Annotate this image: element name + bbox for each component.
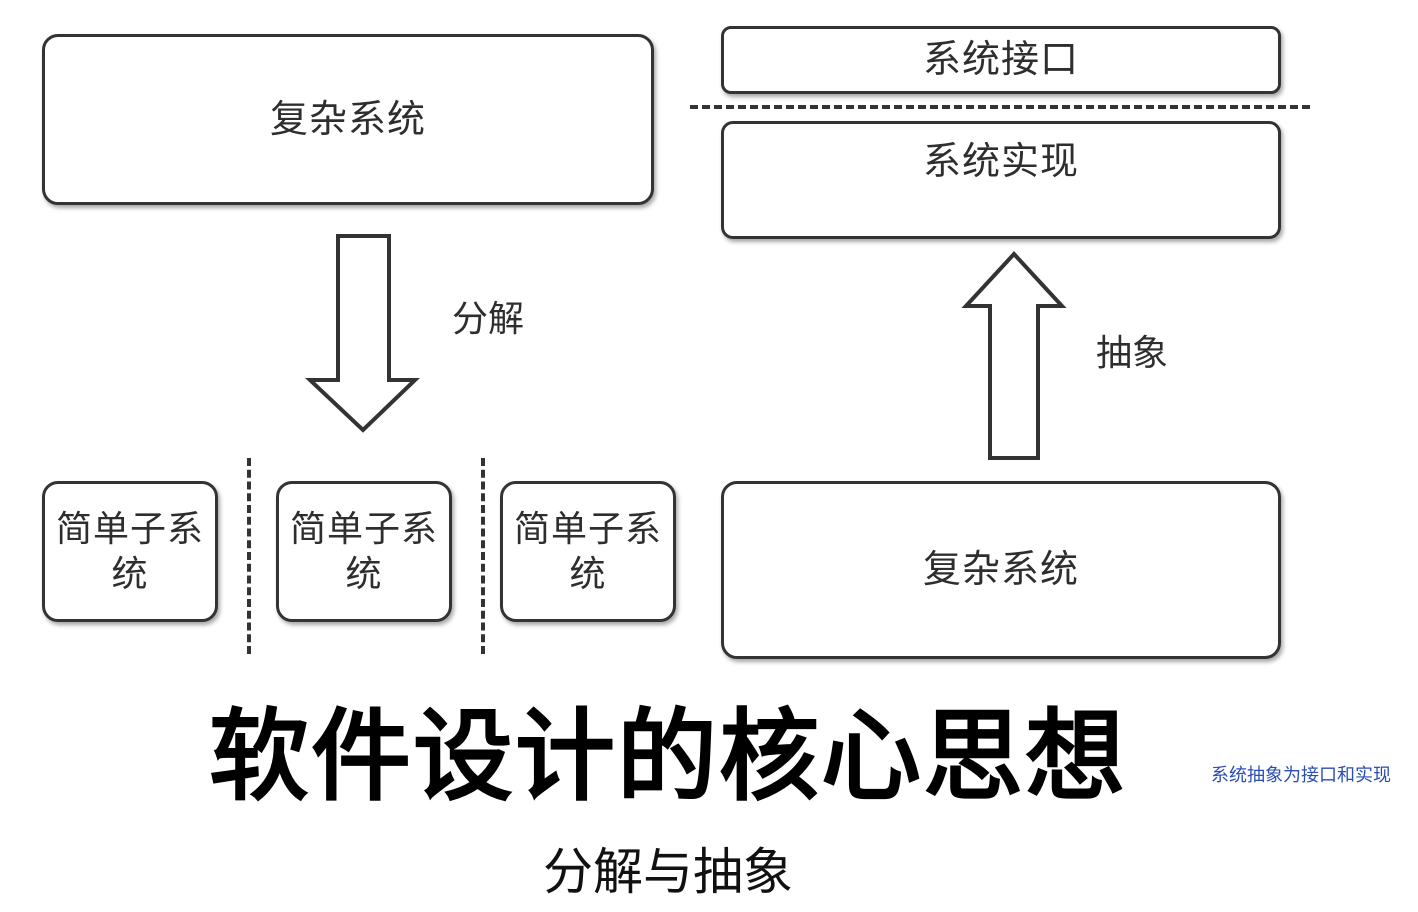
divider-dashed-1 (247, 458, 251, 654)
simple-subsystem-box-2: 简单子系统 (276, 481, 452, 622)
simple-subsystem-box-1: 简单子系统 (42, 481, 218, 622)
simple-subsystem-label-2: 简单子系统 (289, 508, 438, 595)
complex-system-label-right: 复杂系统 (922, 547, 1079, 592)
decompose-label: 分解 (452, 299, 525, 340)
system-interface-box: 系统接口 (721, 26, 1281, 94)
simple-subsystem-label-3: 简单子系统 (513, 508, 662, 595)
main-title: 软件设计的核心思想 (209, 698, 1127, 815)
decompose-arrow-icon (304, 234, 420, 433)
complex-system-box-left: 复杂系统 (42, 34, 654, 205)
complex-system-label-left: 复杂系统 (269, 96, 426, 141)
interface-divider-dashed (690, 105, 1310, 109)
divider-dashed-2 (481, 458, 485, 654)
side-note: 系统抽象为接口和实现 (1211, 765, 1391, 786)
system-interface-label: 系统接口 (922, 37, 1079, 82)
system-implementation-box: 系统实现 (721, 121, 1281, 239)
system-implementation-label: 系统实现 (922, 139, 1079, 183)
abstract-label: 抽象 (1096, 333, 1169, 374)
simple-subsystem-box-3: 简单子系统 (500, 481, 676, 622)
simple-subsystem-label-1: 简单子系统 (55, 508, 204, 595)
complex-system-box-right: 复杂系统 (721, 481, 1281, 659)
subtitle: 分解与抽象 (543, 843, 793, 901)
abstract-arrow-icon (961, 251, 1067, 460)
